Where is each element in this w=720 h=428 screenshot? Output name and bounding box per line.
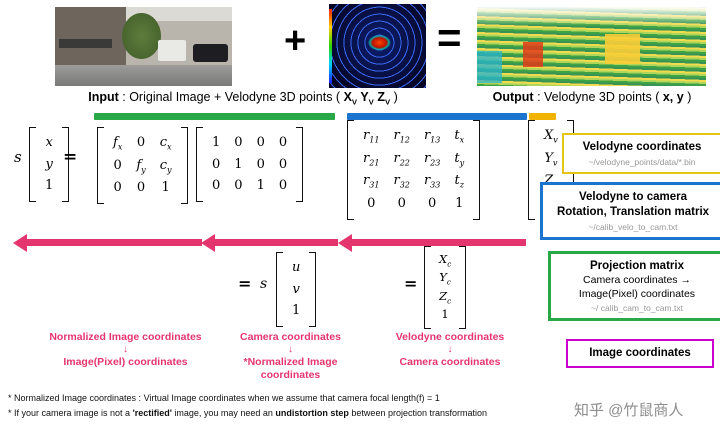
arrow-velodyne-coords xyxy=(351,239,526,246)
scale-factor-s: s xyxy=(14,148,22,166)
equals-main: = xyxy=(63,147,78,167)
plus-sign: + xyxy=(284,20,307,62)
flow-label-image: Normalized Image coordinates ↓ Image(Pix… xyxy=(48,331,203,369)
arrow-camera-coords xyxy=(214,239,338,246)
legend-title-line1: Velodyne to camera xyxy=(578,191,688,203)
footnote-2-mid: image, you may need an xyxy=(171,408,276,419)
projection-matrix-box: Projection matrix Camera coordinates → I… xyxy=(548,251,720,322)
footnote-2-bold: undistortion step xyxy=(275,408,349,419)
input-caption: Input : Original Image + Velodyne 3D poi… xyxy=(38,90,448,106)
flow-label-bottom: *Normalized Image coordinates xyxy=(243,356,338,382)
photo-car xyxy=(193,44,229,63)
flow-label-top: Velodyne coordinates xyxy=(395,331,505,343)
equals-camera: = xyxy=(404,274,418,293)
output-caption-label: Output xyxy=(492,90,534,104)
photo-awning xyxy=(58,38,112,49)
flow-label-velodyne: Velodyne coordinates ↓ Camera coordinate… xyxy=(370,331,530,369)
equals-uv: = xyxy=(238,274,252,293)
legend-path: ~/calib_velo_to_cam.txt xyxy=(588,221,678,232)
lidar-image xyxy=(329,4,426,88)
watermark: 知乎 @竹鼠商人 xyxy=(574,402,684,419)
output-cyan-patch xyxy=(477,51,503,83)
footnote-2-pre: * If your camera image is not a xyxy=(8,408,133,419)
down-arrow-icon: ↓ xyxy=(447,344,453,356)
footnote-2-post: between projection transformation xyxy=(348,408,487,419)
green-bar-projection xyxy=(94,113,335,120)
legend-title-line2: Rotation, Translation matrix xyxy=(556,205,710,218)
yellow-bar-velodyne xyxy=(529,113,556,120)
equals-sign: = xyxy=(437,14,462,61)
down-arrow-icon: ↓ xyxy=(288,344,293,356)
legend-path: ~/velodyne_points/data/*.bin xyxy=(588,156,696,167)
flow-label-top: Normalized Image coordinates xyxy=(49,331,202,343)
output-van-patch xyxy=(605,33,640,64)
input-image xyxy=(55,7,232,86)
scale-factor-s-uv: s xyxy=(260,276,268,292)
legend-line2: Image(Pixel) coordinates xyxy=(578,287,696,300)
output-caption: Output : Velodyne 3D points ( x, y ) xyxy=(468,90,716,104)
lidar-colorbar xyxy=(329,9,332,83)
legend-line1: Camera coordinates → xyxy=(583,273,691,286)
input-caption-close: ) xyxy=(390,90,398,104)
down-arrow-icon: ↓ xyxy=(123,344,128,356)
flow-label-camera: Camera coordinates ↓ *Normalized Image c… xyxy=(213,331,368,382)
input-caption-text: : Original Image + Velodyne 3D points ( xyxy=(118,90,344,104)
velo-to-cam-box: Velodyne to camera Rotation, Translation… xyxy=(540,182,720,240)
footnote-2: * If your camera image is not a 'rectifi… xyxy=(8,406,608,421)
photo-building xyxy=(55,7,126,69)
output-caption-close: ) xyxy=(683,90,692,104)
input-caption-vars: XV YV ZV xyxy=(343,90,391,107)
output-caption-text: : Velodyne 3D points ( xyxy=(533,90,663,104)
flow-label-top: Camera coordinates xyxy=(240,331,341,343)
photo-road xyxy=(55,65,232,86)
footnotes: * Normalized Image coordinates : Virtual… xyxy=(8,391,608,422)
output-image xyxy=(477,7,706,86)
flow-label-bottom: Camera coordinates xyxy=(399,356,501,369)
legend-title: Projection matrix xyxy=(590,260,684,272)
image-coordinates-box: Image coordinates xyxy=(566,339,714,368)
blue-bar-extrinsic xyxy=(347,113,527,120)
footnote-2-em: 'rectified' xyxy=(132,408,172,419)
footnote-1: * Normalized Image coordinates : Virtual… xyxy=(8,393,440,403)
legend-path: ~/ calib_cam_to_cam.txt xyxy=(591,303,683,314)
arrow-image-coords xyxy=(26,239,202,246)
output-red-patch xyxy=(522,41,544,68)
output-caption-vars: x, y xyxy=(662,90,684,104)
flow-label-bottom: Image(Pixel) coordinates xyxy=(63,356,188,369)
photo-tree xyxy=(122,13,162,60)
input-caption-label: Input xyxy=(88,90,119,104)
velodyne-coordinates-box: Velodyne coordinates ~/velodyne_points/d… xyxy=(562,133,720,174)
legend-title: Image coordinates xyxy=(589,347,691,359)
legend-title: Velodyne coordinates xyxy=(582,141,702,153)
photo-van xyxy=(157,40,186,61)
